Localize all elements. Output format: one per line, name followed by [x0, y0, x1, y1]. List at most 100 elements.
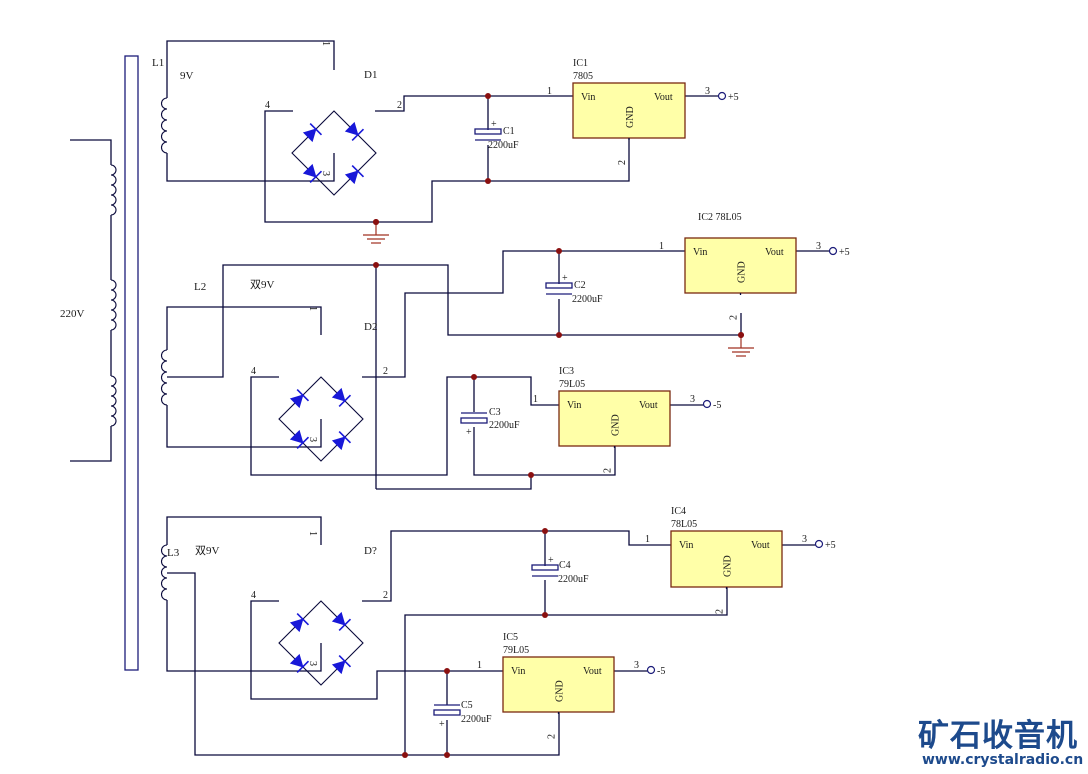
regulator-body — [558, 390, 671, 447]
regulator-body — [670, 530, 783, 588]
pin-number: 1 — [533, 394, 538, 405]
pin-gnd-label: GND — [555, 680, 566, 702]
bridge-rectifier-d1 — [291, 110, 377, 196]
pin-number: 3 — [634, 660, 639, 671]
diode-icon — [289, 612, 310, 633]
bridge-outline — [291, 110, 377, 196]
junction-dot — [556, 248, 562, 254]
capacitor-c1: + — [474, 119, 502, 141]
diode-icon — [344, 164, 365, 185]
capacitor-value-c3: 2200uF — [489, 420, 520, 431]
secondary-voltage-l2: 双9V — [250, 278, 274, 291]
transformer-core — [124, 55, 139, 671]
diode-icon — [302, 163, 323, 184]
pin-label: 4 — [251, 366, 256, 377]
secondary-voltage-l1: 9V — [180, 70, 194, 82]
pin-gnd-label: GND — [723, 555, 734, 577]
junction-dot — [485, 178, 491, 184]
diode-icon — [302, 122, 323, 143]
watermark-logo-title: 矿石收音机 — [918, 718, 1078, 754]
output-terminal-icon — [646, 665, 656, 675]
junction-dot — [485, 93, 491, 99]
pin-number: 3 — [705, 86, 710, 97]
pin-number: 3 — [690, 394, 695, 405]
section-3: L3 双9V D? 1 2 3 4 + C4 2200uF + C5 2200u… — [161, 506, 836, 758]
capacitor-c3: + — [460, 412, 488, 438]
pin-label: 1 — [307, 306, 318, 311]
regulator-ref: IC2 78L05 — [698, 212, 742, 223]
capacitor-ref-c1: C1 — [503, 126, 515, 137]
pin-vin-label: Vin — [567, 400, 581, 411]
diode-icon — [331, 654, 352, 675]
pin-label: 1 — [320, 41, 331, 46]
section-2: L2 双9V D2 1 2 3 4 + C2 2200uF + C3 2200u… — [161, 212, 850, 490]
pin-number: 3 — [816, 241, 821, 252]
pin-gnd-label: GND — [625, 106, 636, 128]
diode-icon — [289, 388, 310, 409]
capacitor-ref-c3: C3 — [489, 407, 501, 418]
pin-label: 4 — [265, 100, 270, 111]
ground-symbol — [728, 332, 754, 357]
pin-number: 1 — [645, 534, 650, 545]
capacitor-plate-positive — [545, 282, 573, 289]
capacitor-ref-c5: C5 — [461, 700, 473, 711]
capacitor-value-c4: 2200uF — [558, 574, 589, 585]
pin-label: 1 — [307, 531, 318, 536]
bridge-ref-d1: D1 — [364, 69, 377, 81]
pin-number: 2 — [729, 315, 740, 320]
plus-sign: + — [439, 719, 445, 730]
plus-sign: + — [491, 119, 497, 130]
plus-sign: + — [548, 555, 554, 566]
regulator-body — [684, 237, 797, 294]
junction-dot — [542, 612, 548, 618]
junction-dot — [444, 668, 450, 674]
ground-symbol — [363, 219, 389, 244]
pin-vin-label: Vin — [581, 92, 595, 103]
diode-icon — [331, 430, 352, 451]
capacitor-value-c1: 2200uF — [488, 140, 519, 151]
junction-dot — [444, 752, 450, 758]
pin-vout-label: Vout — [583, 666, 602, 677]
capacitor-plate-positive — [460, 417, 488, 424]
regulator-ref: IC1 — [573, 58, 588, 69]
secondary-winding-l3 — [161, 544, 168, 601]
capacitor-plate-positive — [531, 564, 559, 571]
regulator-part: 78L05 — [671, 519, 697, 530]
capacitor-ref-c2: C2 — [574, 280, 586, 291]
pin-number: 2 — [715, 609, 726, 614]
bridge-outline — [278, 376, 364, 462]
output-terminal-icon — [828, 246, 838, 256]
regulator-ref: IC3 — [559, 366, 574, 377]
regulator-part: 79L05 — [503, 645, 529, 656]
pin-number: 1 — [547, 86, 552, 97]
regulator-ref: IC5 — [503, 632, 518, 643]
watermark-logo-url: www.crystalradio.cn — [922, 752, 1084, 768]
pin-vin-label: Vin — [679, 540, 693, 551]
diode-icon — [344, 121, 365, 142]
output-terminal-icon — [717, 91, 727, 101]
diode-icon — [289, 429, 310, 450]
pin-vout-label: Vout — [654, 92, 673, 103]
pin-label: 3 — [320, 171, 331, 176]
output-voltage-label: +5 — [825, 540, 836, 551]
output-voltage-label: +5 — [728, 92, 739, 103]
capacitor-c4: + — [531, 555, 559, 577]
secondary-ref-l2: L2 — [194, 281, 206, 293]
regulator-ref: IC4 — [671, 506, 686, 517]
capacitor-plate-positive — [433, 709, 461, 716]
pin-vout-label: Vout — [765, 247, 784, 258]
capacitor-value-c5: 2200uF — [461, 714, 492, 725]
bridge-ref-d3: D? — [364, 545, 377, 557]
pin-vout-label: Vout — [751, 540, 770, 551]
output-terminal-icon — [814, 539, 824, 549]
capacitor-c2: + — [545, 273, 573, 295]
pin-number: 2 — [603, 468, 614, 473]
plus-sign: + — [562, 273, 568, 284]
